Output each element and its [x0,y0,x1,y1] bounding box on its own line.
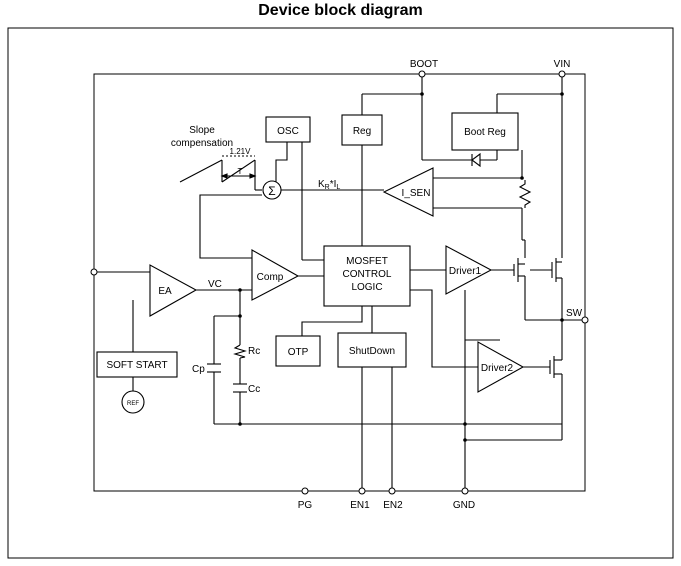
vin-pin-label: VIN [554,59,571,70]
boot-reg-label: Boot Reg [464,127,506,138]
left-rail-node [90,268,98,276]
sigma-symbol: Σ [268,184,275,198]
osc-label: OSC [277,126,299,137]
ea-amp [149,264,198,317]
rc-label: Rc [248,346,260,357]
boot-reg-block [451,112,519,151]
ea-label: EA [158,286,172,297]
summing-node [262,180,282,200]
driver1-amp [445,245,493,295]
vc-label: VC [208,279,222,290]
soft-start-label: SOFT START [106,360,167,371]
comp-label: Comp [257,272,284,283]
gnd-pin-label: GND [453,500,475,511]
gnd-pin [461,487,469,495]
osc-block [265,116,311,143]
kr-sub2: L [336,184,340,191]
i-sen-amp [382,167,434,217]
driver2-label: Driver2 [481,363,514,374]
shutdown-block [337,332,407,368]
boot-diode [471,152,481,168]
sw-pin-label: SW [566,308,583,319]
shutdown-label: ShutDown [349,346,395,357]
wires [94,74,585,491]
chip-boundary [93,73,586,492]
outer-frame [7,27,674,559]
boot-pin-label: BOOT [410,59,438,70]
rc-resistor [233,344,247,359]
driver2-amp [477,341,525,393]
sense-resistor [518,180,532,208]
cp-capacitor [207,363,221,373]
mosfet-control-logic-block [323,245,411,307]
slope-label-line1: Slope [189,125,215,136]
ref-source [121,390,145,414]
kr-sub: R [325,184,330,191]
junction-dots [238,92,564,442]
reg-label: Reg [353,126,371,137]
slope-label-line2: compensation [171,138,233,149]
pg-pin-label: PG [298,500,313,511]
en1-pin-label: EN1 [350,500,370,511]
boot-pin [418,70,426,78]
kr-k: K [318,179,325,190]
kr-il-label: KR*IL [318,179,340,191]
cc-label: Cc [248,384,260,395]
mosfet-label-line2: CONTROL [343,269,392,280]
en1-pin [358,487,366,495]
slope-ramp [179,155,257,190]
otp-block [275,335,321,367]
sw-pin [581,316,589,324]
otp-label: OTP [288,347,309,358]
mosfet-label-line1: MOSFET [346,256,388,267]
t-label: T [238,167,243,176]
comp-amp [251,249,300,301]
en2-pin [388,487,396,495]
cc-capacitor [233,383,247,393]
mosfet-label-line3: LOGIC [351,282,382,293]
en2-pin-label: EN2 [383,500,403,511]
vin-pin [558,70,566,78]
ref-label: REF [127,401,139,407]
kr-mid: *I [330,179,337,190]
reg-block [341,114,383,146]
soft-start-block [96,351,178,378]
cp-label: Cp [192,364,205,375]
pg-pin [301,487,309,495]
driver1-label: Driver1 [449,266,482,277]
i-sen-label: I_SEN [402,188,431,199]
page-title: Device block diagram [258,2,423,19]
v121-label: 1.21V [230,147,252,156]
